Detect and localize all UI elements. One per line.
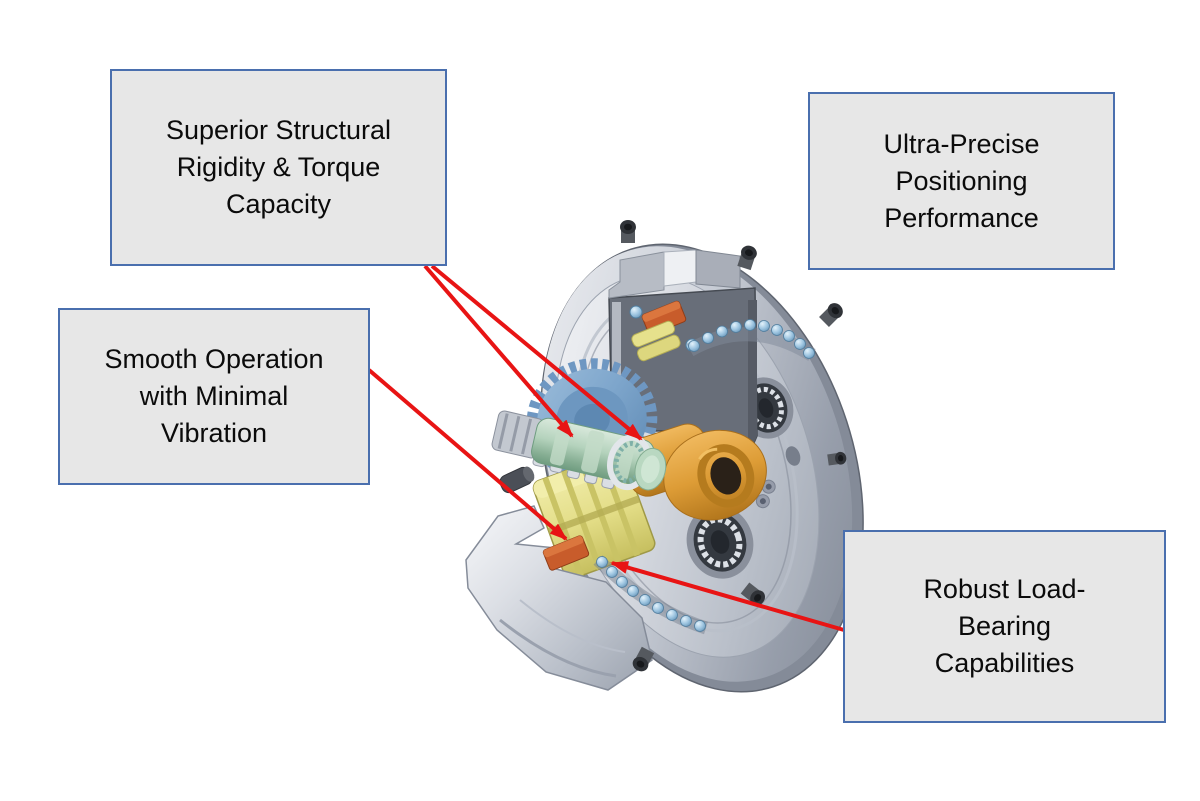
callout-rigidity-line-3: Capacity — [225, 189, 332, 219]
spline-sleeve-gray — [491, 410, 544, 459]
callout-rigidity-line-2: Rigidity & Torque — [176, 152, 381, 182]
callout-positioning: Ultra-Precise Positioning Performance — [808, 92, 1115, 270]
callout-load-line-3: Capabilities — [934, 648, 1075, 678]
bolt-icon — [632, 646, 655, 672]
leader-lines — [367, 264, 845, 632]
callout-rigidity: Superior Structural Rigidity & Torque Ca… — [110, 69, 447, 266]
callout-smoothness-line-1: Smooth Operation — [104, 344, 324, 374]
bolt-icon — [819, 303, 843, 327]
callout-positioning-line-3: Performance — [884, 202, 1039, 233]
crank-pin-dark — [499, 466, 535, 494]
needle-roller-red-lower — [542, 535, 590, 571]
callout-smoothness-line-3: Vibration — [160, 418, 268, 448]
callout-load-line-2: Bearing — [957, 611, 1052, 641]
leader-line-load — [610, 561, 845, 632]
callout-rigidity-line-1: Superior Structural — [165, 115, 392, 145]
bearing-ball-housing-left — [629, 305, 643, 319]
callout-load: Robust Load- Bearing Capabilities — [843, 530, 1166, 723]
callout-positioning-line-1: Ultra-Precise — [883, 128, 1040, 159]
case-bolts — [620, 220, 847, 672]
bolt-icon — [827, 451, 847, 466]
leader-line-smoothness — [367, 368, 568, 541]
callout-positioning-line-2: Positioning — [895, 165, 1028, 196]
leader-line-rigidity-1 — [423, 264, 574, 438]
bolt-icon — [620, 220, 636, 243]
callout-smoothness-line-2: with Minimal — [139, 381, 289, 411]
bolt-icon — [740, 582, 766, 606]
bolt-icon — [737, 245, 757, 271]
crank-hole-oval — [785, 446, 801, 466]
rollers-yellow-upper — [631, 320, 681, 362]
leader-line-rigidity-2 — [430, 264, 643, 441]
main-bearing-balls-upper — [686, 319, 816, 361]
callout-smoothness: Smooth Operation with Minimal Vibration — [58, 308, 370, 485]
callout-load-line-1: Robust Load- — [923, 574, 1086, 604]
